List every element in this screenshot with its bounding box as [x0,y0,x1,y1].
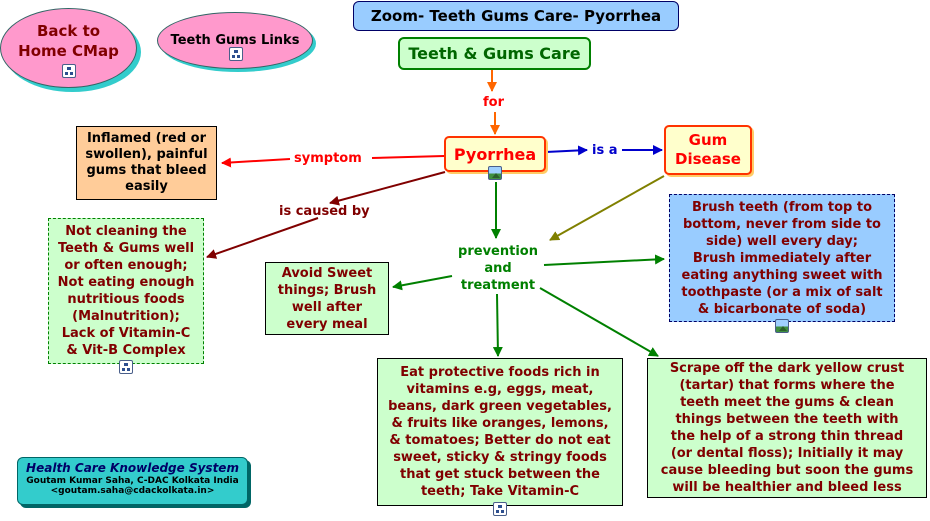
footer-credits: Health Care Knowledge System Goutam Kuma… [17,457,248,505]
page-title: Zoom- Teeth Gums Care- Pyorrhea [353,1,679,31]
footer-author: Goutam Kumar Saha, C-DAC Kolkata India [26,476,239,486]
link-is-a: is a [592,143,618,158]
concept-map-icon[interactable] [493,502,507,516]
footer-system-name: Health Care Knowledge System [26,461,239,475]
concept-map-icon[interactable] [62,64,76,78]
node-avoid-sweet: Avoid Sweet things; Brush well after eve… [265,262,389,335]
edge-pyorrhea-isa [545,145,588,156]
edge-pyorrhea-caused [329,171,446,206]
edge-prevention-avoid [392,275,453,291]
link-prevention-and-treatment: prevention and treatment [458,243,538,293]
footer-email: <goutam.saha@cdackolkata.in> [50,486,215,496]
node-teeth-gums-care: Teeth & Gums Care [398,37,591,70]
node-pyorrhea: Pyorrhea [444,136,546,172]
link-for: for [483,95,504,110]
node-scrape-tartar: Scrape off the dark yellow crust (tartar… [647,358,927,498]
edge-prevention-brush [543,254,665,266]
image-icon[interactable] [775,319,789,333]
back-to-home-button[interactable]: Back to Home CMap [0,8,137,88]
link-is-caused-by: is caused by [279,204,370,219]
node-brush-teeth: Brush teeth (from top to bottom, never f… [669,194,895,322]
edge-prevention-scrape [539,287,659,357]
edge-gum-prevention [549,175,665,241]
image-icon[interactable] [488,166,502,180]
node-causes: Not cleaning the Teeth & Gums well or of… [48,218,204,364]
edge-caused-causes [206,217,319,259]
node-protective-foods: Eat protective foods rich in vitamins e.… [377,358,623,506]
link-symptom: symptom [294,151,362,166]
node-gum-disease: Gum Disease [664,125,752,175]
concept-map-icon[interactable] [229,47,243,61]
concept-map-icon[interactable] [119,360,133,374]
node-symptom-inflamed: Inflamed (red or swollen), painful gums … [76,126,217,200]
edge-pyorrhea-symptom [371,155,445,159]
edge-prevention-foods [492,293,503,357]
edge-symptom-inflamed [221,157,291,168]
